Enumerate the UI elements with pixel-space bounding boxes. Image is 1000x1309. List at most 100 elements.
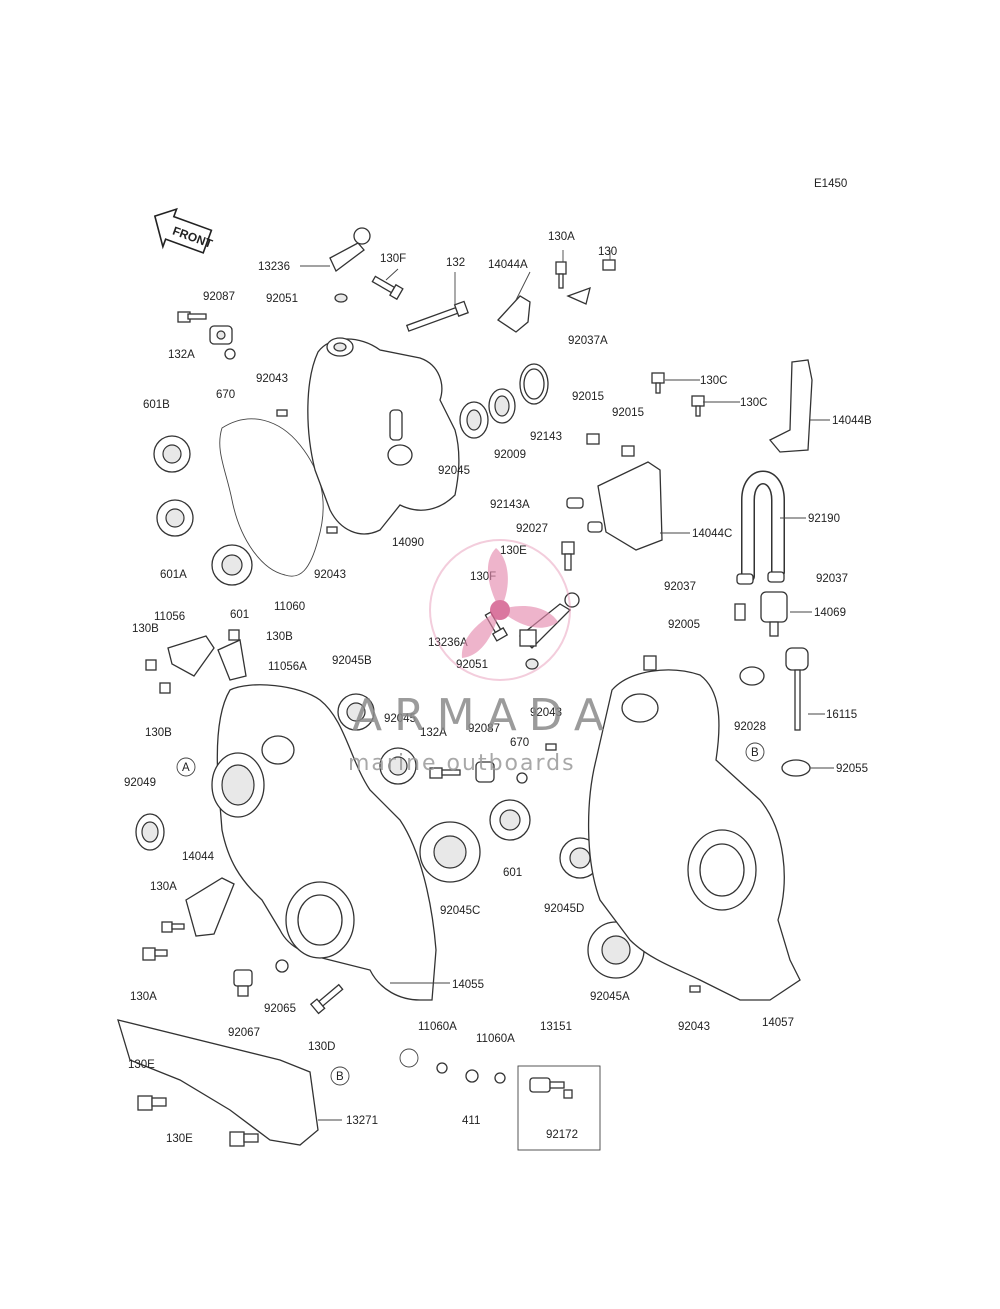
label-92043-mid: 92043 [530,707,562,719]
oring-11060A-b [494,1072,506,1084]
bolt-130A-low-a [161,921,185,933]
label-130E-b: 130E [166,1133,193,1145]
label-130F: 130F [380,253,406,265]
collar-92143 [519,363,549,405]
bolt-132A-mid [429,767,461,779]
bolt-130D [309,983,344,1015]
separator-14069 [760,591,788,637]
label-14044B: 14044B [832,415,872,427]
label-92051-mid: 92051 [456,659,488,671]
label-130A-low-a: 130A [150,881,177,893]
bearing-601A [156,499,194,537]
label-411: 411 [462,1115,480,1127]
bearing-92045 [459,401,489,439]
label-92172: 92172 [546,1129,578,1141]
bracket-11056 [167,635,215,677]
label-92043-b: 92043 [314,569,346,581]
svg-text:B: B [751,747,759,759]
ref-B-1: B [745,742,765,762]
label-130B-c: 130B [145,727,172,739]
label-92190: 92190 [808,513,840,525]
label-130B-b: 130B [266,631,293,643]
front-arrow: FRONT [153,207,215,254]
label-11060A-b: 11060A [476,1033,515,1045]
watermark-subtitle: marine outboards [348,751,576,776]
label-130C-a: 130C [700,375,728,387]
seal-92009 [488,388,516,424]
label-13236: 13236 [258,261,290,273]
label-14044: 14044 [182,851,215,863]
label-92005: 92005 [668,619,700,631]
svg-text:B: B [336,1071,344,1083]
plug-92067 [233,969,253,997]
nut-92015-a [586,433,600,445]
label-92049: 92049 [124,777,156,789]
label-130E-a: 130E [128,1059,155,1071]
clamp-92037A [566,286,591,305]
label-92045: 92045 [438,465,470,477]
nut-92015-b [621,445,635,457]
label-92051: 92051 [266,293,298,305]
label-132A-mid: 132A [420,727,447,739]
label-130A-low-b: 130A [130,991,157,1003]
shift-arm-13236 [329,242,365,273]
label-92143: 92143 [530,431,562,443]
label-130D: 130D [308,1041,336,1053]
label-132: 132 [446,257,465,269]
dowel-92043-mid [545,743,557,751]
bearing-92045-low [379,747,417,785]
cover-14090 [307,338,460,535]
label-601-low: 601 [503,867,522,879]
dowel-92043-b [326,526,338,534]
label-92027: 92027 [516,523,548,535]
bolt-130B-b [228,629,240,641]
label-14069: 14069 [814,607,846,619]
label-13271: 13271 [346,1115,378,1127]
neutral-switch-13151 [517,1065,601,1151]
washer-411 [465,1069,479,1083]
fitting-92005 [734,603,746,621]
bolt-130B-a [145,659,157,671]
label-16115: 16115 [826,709,857,721]
dowel-92043-low [689,985,701,993]
label-14055: 14055 [452,979,484,991]
oring-670 [224,348,236,360]
bracket-14044A [497,295,531,333]
bolt-130C-b [691,395,705,417]
label-130C-b: 130C [740,397,768,409]
diagram-code: E1450 [814,178,847,190]
label-92037-b: 92037 [816,573,848,585]
seal-92049 [135,813,165,851]
label-11056A: 11056A [268,661,307,673]
label-92055: 92055 [836,763,868,775]
label-130A: 130A [548,231,575,243]
bolt-130A-top [555,261,567,289]
bracket-14044B [768,359,813,453]
bolt-132A [177,311,207,323]
label-92009: 92009 [494,449,526,461]
label-92015-a: 92015 [572,391,604,403]
label-92067: 92067 [228,1027,260,1039]
svg-text:A: A [182,762,190,774]
label-132A: 132A [168,349,195,361]
label-670: 670 [216,389,235,401]
label-92045A: 92045A [590,991,630,1003]
cover-13271 [117,1019,319,1146]
label-92087-mid: 92087 [468,723,500,735]
bearing-601B [153,435,191,473]
label-92015-b: 92015 [612,407,644,419]
clamp-92037-a [736,573,754,585]
bearing-601-low [489,799,531,841]
dowel-92043-a [276,409,288,417]
bolt-130E-mid [561,541,575,571]
label-92045-low: 92045 [384,713,416,725]
bolt-132 [405,300,469,332]
label-14044A: 14044A [488,259,528,271]
label-130E-mid: 130E [500,545,527,557]
label-13151: 13151 [540,1021,572,1033]
bolt-130E-b [229,1131,259,1147]
label-92028: 92028 [734,721,766,733]
bolt-130A-low-b [142,947,168,961]
label-92087: 92087 [203,291,235,303]
